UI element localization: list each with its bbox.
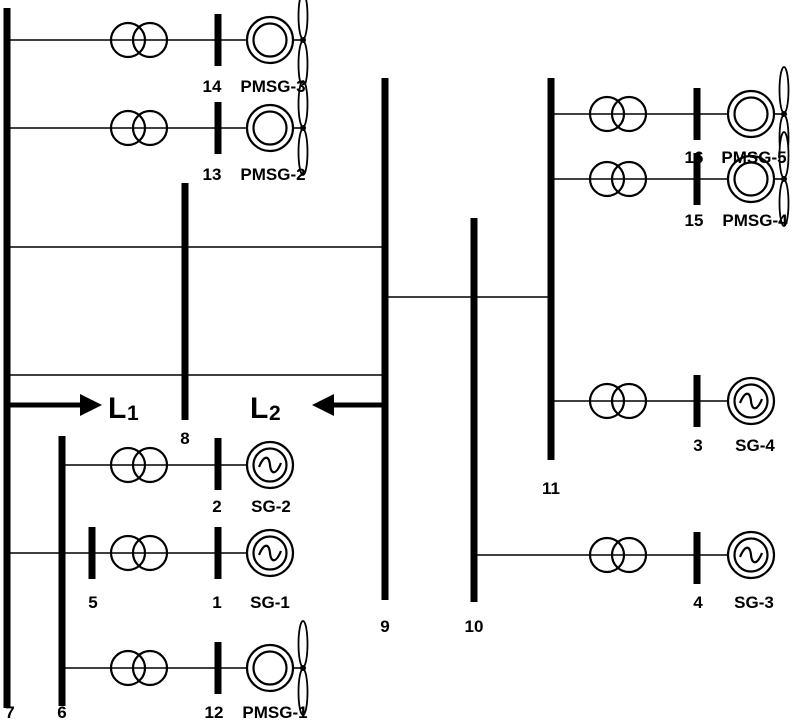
bus-label-4: 4 — [693, 593, 703, 612]
connection-lines — [7, 39, 727, 669]
transformer-icon — [588, 536, 648, 574]
bus-label-15: 15 — [685, 211, 704, 230]
gen-label-pmsg-5: PMSG-5 — [721, 148, 786, 167]
bus-label-6: 6 — [57, 703, 66, 720]
wind-turbine-icon — [297, 620, 309, 716]
load-index: 1 — [127, 402, 139, 425]
bus-label-14: 14 — [203, 77, 222, 96]
gen-label-pmsg-1: PMSG-1 — [242, 703, 307, 720]
bus-label-9: 9 — [380, 617, 389, 636]
bus-label-1: 1 — [212, 593, 221, 612]
transformer-icon — [109, 446, 169, 484]
pmsg-generator-icon — [726, 131, 790, 227]
wind-turbine-icon — [297, 0, 309, 88]
bus-bars — [3, 8, 701, 708]
pmsg-generator-icon — [245, 80, 309, 176]
pmsg-generator-icon — [245, 620, 309, 716]
wind-turbine-icon — [297, 80, 309, 176]
sync-generator-icon — [726, 376, 776, 426]
sync-generator-icon — [245, 440, 295, 490]
gen-label-pmsg-4: PMSG-4 — [722, 211, 788, 230]
bus-label-7: 7 — [5, 703, 14, 720]
bus-label-8: 8 — [180, 429, 189, 448]
gen-label-sg-1: SG-1 — [250, 593, 290, 612]
load-index: 2 — [269, 402, 281, 425]
bus-label-13: 13 — [203, 165, 222, 184]
wind-turbine-icon — [778, 131, 790, 227]
transformer-icon — [588, 160, 648, 198]
transformer-icon — [588, 382, 648, 420]
bus-label-16: 16 — [685, 148, 704, 167]
pmsg-generator-icon — [245, 0, 309, 88]
transformer-icon — [109, 109, 169, 147]
gen-label-sg-2: SG-2 — [251, 497, 291, 516]
generators — [245, 0, 790, 716]
gen-label-sg-4: SG-4 — [735, 436, 775, 455]
bus-label-3: 3 — [693, 436, 702, 455]
bus-label-11: 11 — [542, 479, 560, 498]
gen-label-sg-3: SG-3 — [734, 593, 774, 612]
load-letter: L — [108, 392, 126, 425]
bus-label-2: 2 — [212, 497, 221, 516]
transformer-icon — [588, 95, 648, 133]
sync-generator-icon — [245, 528, 295, 578]
load-letter: L — [250, 392, 268, 425]
transformer-icon — [109, 649, 169, 687]
bus-label-12: 12 — [205, 703, 224, 720]
sync-generator-icon — [726, 530, 776, 580]
transformer-icon — [109, 534, 169, 572]
bus-label-5: 5 — [88, 593, 97, 612]
gen-label-pmsg-2: PMSG-2 — [240, 165, 305, 184]
transformer-icon — [109, 21, 169, 59]
bus-label-10: 10 — [465, 617, 484, 636]
transformers — [109, 21, 648, 687]
gen-label-pmsg-3: PMSG-3 — [240, 77, 305, 96]
